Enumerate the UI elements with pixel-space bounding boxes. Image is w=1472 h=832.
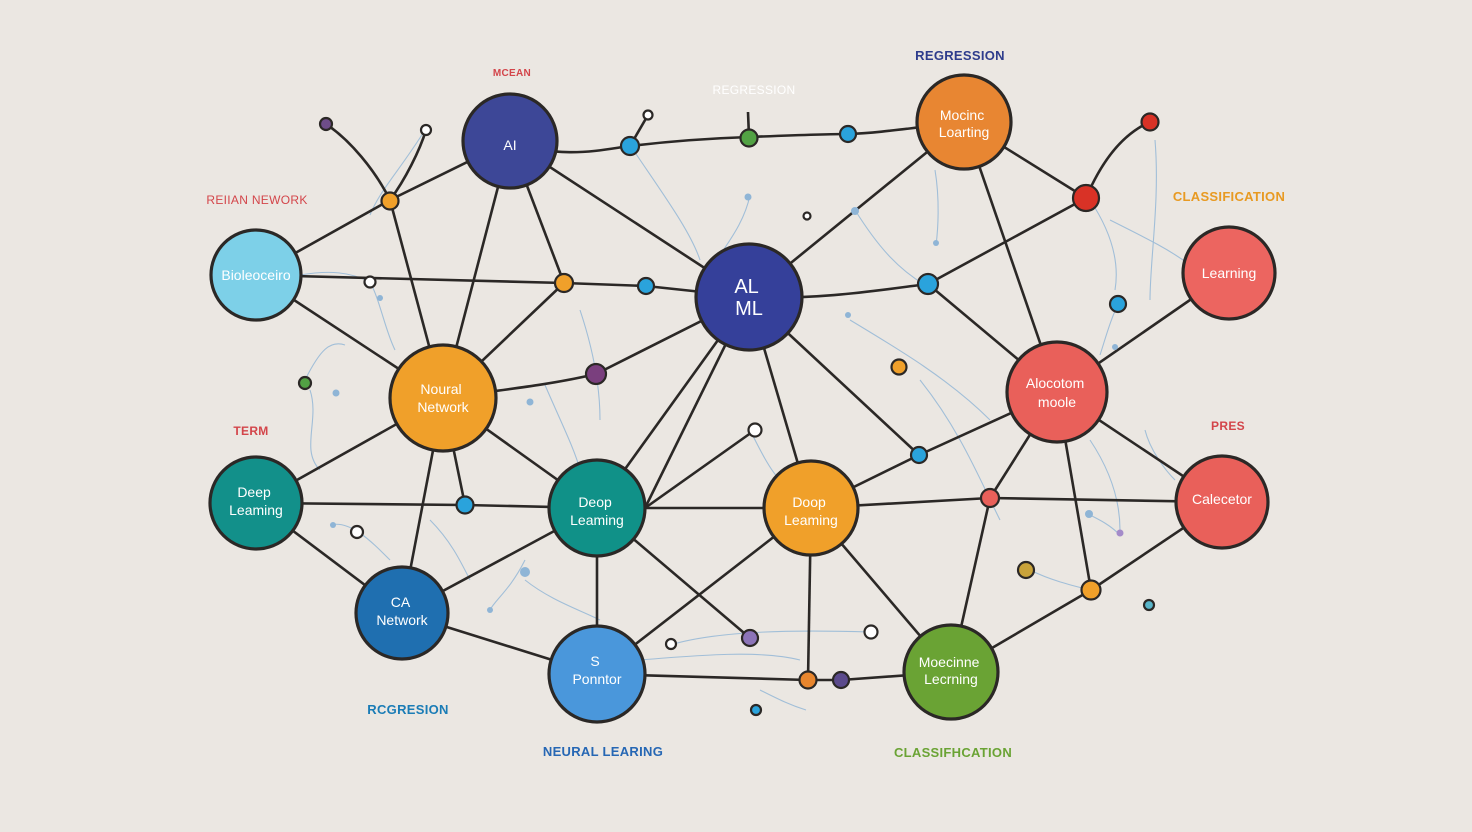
label-mean: MCEAN <box>493 68 531 79</box>
node-deep-learning-center[interactable]: Deop Leaming <box>547 458 647 558</box>
dot <box>619 135 641 157</box>
node-deep-learning-left-line-1: Deep <box>237 484 271 500</box>
node-deep-learning-orange-line-2: Leaming <box>784 512 838 528</box>
dot <box>297 375 313 391</box>
node-machine-learning-top[interactable]: Mocinc Loarting <box>915 73 1013 171</box>
dot <box>664 637 678 651</box>
node-deep-learning-left-line-2: Leaming <box>229 502 283 518</box>
nodes: AI AL ML Mocinc Loarting Bioleoceiro <box>208 73 1277 724</box>
dot <box>831 670 851 690</box>
label-neural-learning: NEURAL LEARING <box>543 744 663 759</box>
dot <box>740 628 760 648</box>
dot <box>1080 579 1102 601</box>
dot <box>1016 560 1036 580</box>
svg-text:Learning: Learning <box>1202 265 1257 281</box>
node-ai-line-1: AI <box>503 137 516 153</box>
dot <box>318 116 334 132</box>
dot <box>1071 183 1101 213</box>
node-s-ponntor[interactable]: S Ponntor <box>547 624 647 724</box>
node-al-ml-line-2: ML <box>735 298 763 320</box>
dot <box>749 703 763 717</box>
label-pres: PRES <box>1211 419 1245 433</box>
label-classification-bottom: CLASSIFHCATION <box>894 745 1012 760</box>
dot <box>380 191 400 211</box>
dot <box>584 362 608 386</box>
node-alocortom-moole[interactable]: Alocotom moole <box>1005 340 1109 444</box>
dot <box>916 272 940 296</box>
dot <box>419 123 433 137</box>
svg-text:S Ponntor: S Ponntor <box>572 653 621 687</box>
node-deep-learning-center-line-1: Deop <box>578 494 612 510</box>
node-machine-learning-top-line-2: Loarting <box>939 124 990 140</box>
node-learning-right[interactable]: Learning <box>1181 225 1277 321</box>
node-al-ml-line-1: AL <box>734 276 758 298</box>
node-learning-right-line-1: Learning <box>1202 265 1257 281</box>
node-deep-learning-center-line-2: Leaming <box>570 512 624 528</box>
dot <box>909 445 929 465</box>
label-regression-top-right: REGRESSION <box>915 48 1005 63</box>
svg-text:Deop Leaming: Deop Leaming <box>570 494 624 528</box>
dot <box>553 272 575 294</box>
node-ca-network[interactable]: CA Network <box>354 565 450 661</box>
node-calecetor-line-1: Calecetor <box>1192 491 1252 507</box>
specks <box>330 193 1124 613</box>
dot <box>642 109 654 121</box>
svg-text:Bioleoceiro: Bioleoceiro <box>221 267 290 283</box>
node-al-ml[interactable]: AL ML <box>694 242 804 352</box>
svg-text:Calecetor: Calecetor <box>1192 491 1252 507</box>
label-classification-top: CLASSIFICATION <box>1173 189 1285 204</box>
node-ca-network-line-2: Network <box>376 612 428 628</box>
node-ai[interactable]: AI <box>461 92 559 190</box>
node-neural-network[interactable]: Noural Network <box>388 343 498 453</box>
node-bioleocciro-line-1: Bioleoceiro <box>221 267 290 283</box>
node-alocortom-moole-line-2: moole <box>1038 394 1076 410</box>
node-neural-network-line-1: Noural <box>420 381 461 397</box>
dot <box>838 124 858 144</box>
svg-text:Doop Leaming: Doop Leaming <box>784 494 838 528</box>
dot <box>363 275 377 289</box>
svg-text:CA Network: CA Network <box>376 594 428 628</box>
svg-text:Alocotom moole: Alocotom moole <box>1026 375 1088 410</box>
node-calecetor[interactable]: Calecetor <box>1174 454 1270 550</box>
floating-labels: MCEAN REGRESSION REGRESSION REIIAN NEWOR… <box>206 48 1285 760</box>
node-moecinne-learning[interactable]: Moecinne Lecrning <box>902 623 1000 721</box>
node-moecinne-learning-line-1: Moecinne <box>919 654 980 670</box>
dot <box>455 495 475 515</box>
node-deep-learning-orange-line-1: Doop <box>792 494 826 510</box>
dot <box>1140 112 1160 132</box>
svg-text:AL ML: AL ML <box>734 276 763 320</box>
dot <box>798 670 818 690</box>
node-bioleocciro[interactable]: Bioleoceiro <box>209 228 303 322</box>
dot <box>1108 294 1128 314</box>
label-regression-top-center: REGRESSION <box>712 83 795 97</box>
dot <box>890 358 908 376</box>
dot <box>802 211 812 221</box>
svg-text:Moecinne Lecrning: Moecinne Lecrning <box>919 654 984 687</box>
dot <box>747 422 763 438</box>
dot <box>1142 598 1156 612</box>
node-neural-network-line-2: Network <box>417 399 469 415</box>
dot <box>636 276 656 296</box>
node-alocortom-moole-line-1: Alocotom <box>1026 375 1084 391</box>
svg-text:Deep Leaming: Deep Leaming <box>229 484 283 518</box>
svg-text:Noural Network: Noural Network <box>417 381 469 415</box>
svg-text:Mocinc Loarting: Mocinc Loarting <box>939 107 990 140</box>
dot <box>863 624 879 640</box>
node-deep-learning-orange[interactable]: Doop Leaming <box>762 459 860 557</box>
dot <box>979 487 1001 509</box>
node-deep-learning-left[interactable]: Deep Leaming <box>208 455 304 551</box>
node-s-ponntor-line-1: S <box>590 653 599 669</box>
svg-text:AI: AI <box>503 137 516 153</box>
node-s-ponntor-line-2: Ponntor <box>572 671 621 687</box>
label-neural-network: REIIAN NEWORK <box>206 193 307 207</box>
node-moecinne-learning-line-2: Lecrning <box>924 671 978 687</box>
node-ca-network-line-1: CA <box>391 594 411 610</box>
label-term: TERM <box>233 424 268 438</box>
dot <box>739 128 759 148</box>
label-regression-bottom: RCGRESION <box>367 702 448 717</box>
dot <box>349 524 365 540</box>
connector-dots <box>297 109 1160 717</box>
node-machine-learning-top-line-1: Mocinc <box>940 107 984 123</box>
